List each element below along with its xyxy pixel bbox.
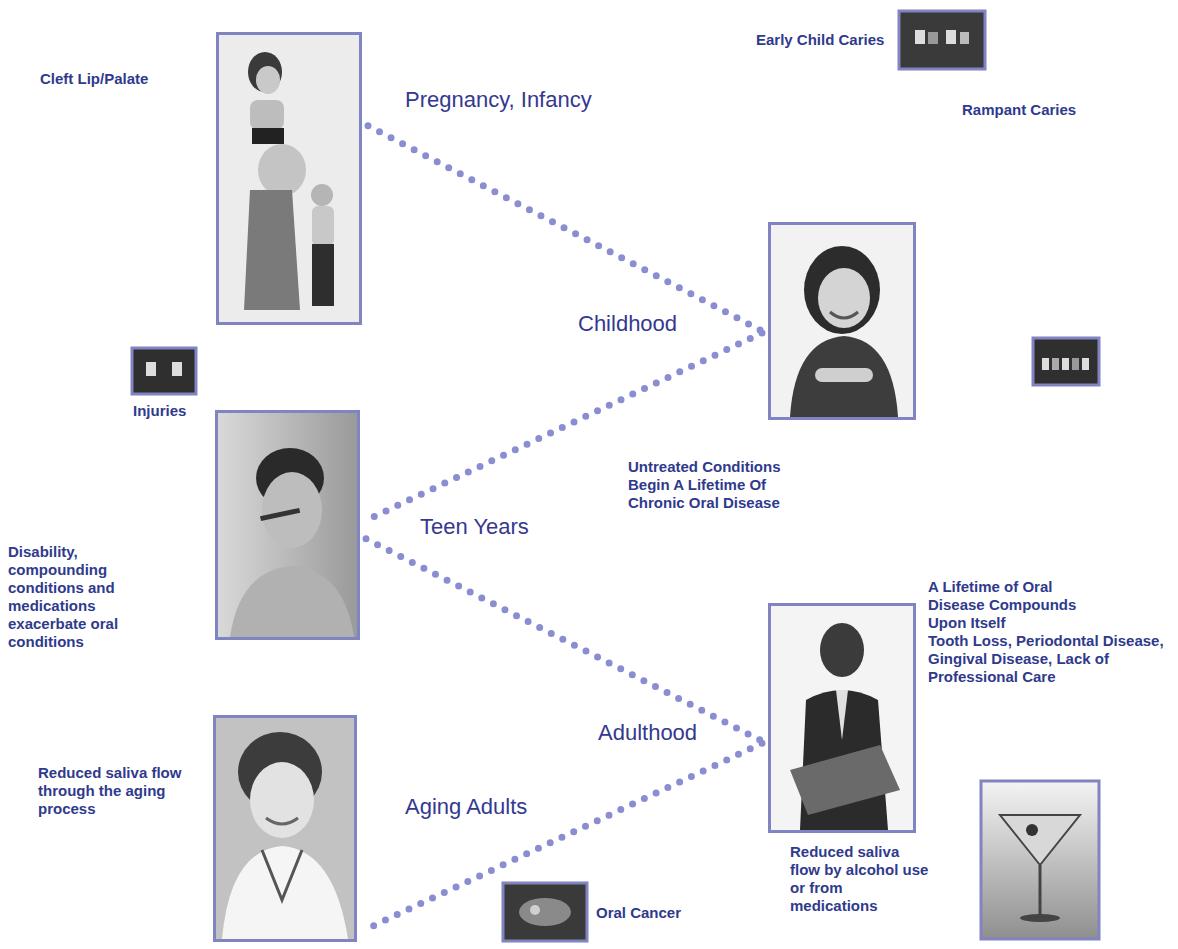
caries-icon: [899, 11, 985, 69]
stage-label: Aging Adults: [405, 794, 527, 820]
aging-photo: [216, 718, 354, 939]
stage-photo-frame: Childhood: [768, 222, 916, 420]
pregnancy-photo: [219, 35, 359, 322]
note-label: Reduced saliva flow through the aging pr…: [38, 764, 193, 818]
stage-photo-frame: Teen Years: [215, 410, 360, 640]
note-label: Rampant Caries: [962, 101, 1112, 119]
rampant-caries-icon: [1033, 338, 1099, 385]
childhood-photo: [771, 225, 913, 417]
note-label: Cleft Lip/Palate: [40, 70, 210, 88]
stage-label: Pregnancy, Infancy: [405, 87, 592, 113]
stage-photo-frame: Aging Adults: [213, 715, 357, 942]
note-label: Disability, compounding conditions and m…: [8, 543, 153, 651]
stage-label: Childhood: [578, 311, 677, 337]
note-label: Oral Cancer: [596, 904, 716, 922]
teen-photo: [218, 413, 357, 637]
stage-label: Adulthood: [598, 720, 697, 746]
dotted-connector: [366, 539, 762, 741]
note-label: Tooth Loss, Periodontal Disease, Gingiva…: [928, 632, 1170, 686]
injury-icon: [132, 348, 196, 394]
note-label: Early Child Caries: [756, 31, 896, 49]
stage-photo-frame: Adulthood: [768, 603, 916, 833]
note-label: Reduced saliva flow by alcohol use or fr…: [790, 843, 930, 915]
note-label: A Lifetime of Oral Disease Compounds Upo…: [928, 578, 1098, 632]
stage-photo-frame: Pregnancy, Infancy: [216, 32, 362, 325]
note-label: Injuries: [133, 402, 223, 420]
dotted-connector: [363, 743, 762, 930]
adult-photo: [771, 606, 913, 830]
stage-label: Teen Years: [420, 514, 529, 540]
oral-cancer-icon: [503, 883, 587, 941]
martini-photo: [981, 781, 1099, 939]
dotted-connector: [368, 126, 762, 331]
note-label: Untreated Conditions Begin A Lifetime Of…: [628, 458, 813, 512]
